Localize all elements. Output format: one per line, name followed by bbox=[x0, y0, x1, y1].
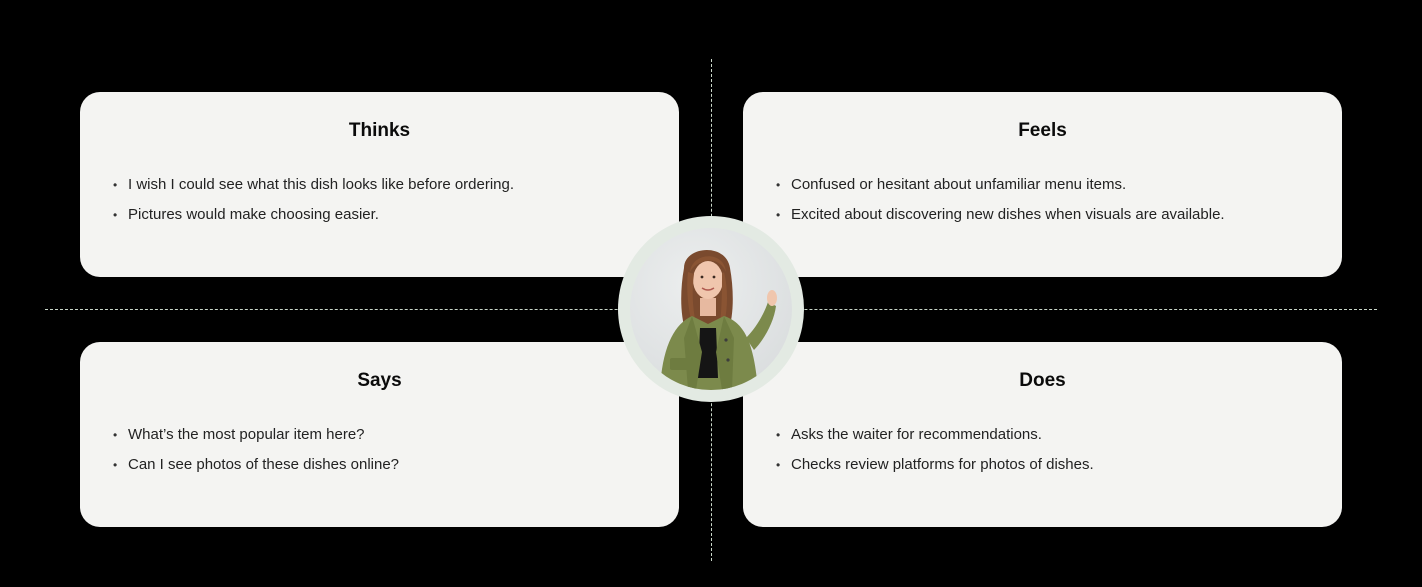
bullet-icon: • bbox=[776, 458, 781, 472]
quadrant-thinks: Thinks •I wish I could see what this dis… bbox=[80, 92, 679, 277]
bullet-icon: • bbox=[776, 208, 781, 222]
quadrant-list: •Confused or hesitant about unfamiliar m… bbox=[776, 175, 1322, 235]
list-item: •What’s the most popular item here? bbox=[113, 426, 365, 443]
avatar bbox=[630, 228, 792, 390]
list-item: •Checks review platforms for photos of d… bbox=[776, 456, 1094, 473]
list-item: •Confused or hesitant about unfamiliar m… bbox=[776, 176, 1127, 193]
quadrant-title: Thinks bbox=[348, 120, 411, 141]
bullet-icon: • bbox=[776, 178, 781, 192]
persona-photo-icon bbox=[660, 249, 777, 390]
bullet-icon: • bbox=[113, 428, 118, 442]
list-item: •Asks the waiter for recommendations. bbox=[776, 426, 1042, 443]
quadrant-says: Says •What’s the most popular item here?… bbox=[80, 342, 679, 527]
quadrant-does: Does •Asks the waiter for recommendation… bbox=[743, 342, 1342, 527]
quadrant-title: Says bbox=[357, 370, 402, 391]
quadrant-feels: Feels •Confused or hesitant about unfami… bbox=[743, 92, 1342, 277]
list-item: •Pictures would make choosing easier. bbox=[113, 206, 379, 223]
quadrant-list: •I wish I could see what this dish looks… bbox=[113, 175, 659, 235]
bullet-icon: • bbox=[113, 208, 118, 222]
bullet-icon: • bbox=[776, 428, 781, 442]
quadrant-title: Does bbox=[1019, 370, 1066, 391]
list-item: •I wish I could see what this dish looks… bbox=[113, 176, 515, 193]
list-item: •Excited about discovering new dishes wh… bbox=[776, 206, 1225, 223]
bullet-icon: • bbox=[113, 178, 118, 192]
bullet-icon: • bbox=[113, 458, 118, 472]
quadrant-list: •What’s the most popular item here? •Can… bbox=[113, 425, 659, 485]
list-item: •Can I see photos of these dishes online… bbox=[113, 456, 400, 473]
quadrant-title: Feels bbox=[1018, 120, 1067, 141]
quadrant-list: •Asks the waiter for recommendations. •C… bbox=[776, 425, 1322, 485]
